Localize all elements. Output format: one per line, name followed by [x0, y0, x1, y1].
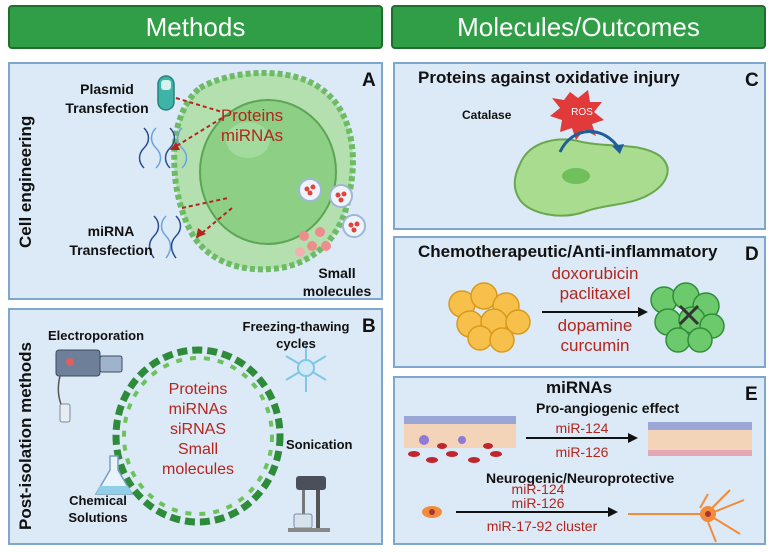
cell-death-x-icon: [678, 304, 700, 326]
cell-cargo-proteins: Proteins: [220, 106, 284, 125]
chemical-flask-icon: [94, 455, 134, 495]
chemical-line2: Solutions: [68, 510, 128, 525]
cargo-sirnas: siRNAS: [169, 421, 226, 438]
drug-dopamine: dopamine: [557, 316, 633, 335]
cargo-mirnas: miRNAs: [168, 401, 228, 418]
transfection-arrows: [169, 97, 233, 239]
cargo-molecules: molecules: [161, 461, 235, 478]
catalase-label: Catalase: [462, 108, 512, 122]
angio-mir-bottom: miR-126: [555, 444, 609, 460]
healed-vessel-icon: [648, 422, 752, 456]
neuro-mir-top: miR-124 miR-126: [496, 482, 580, 510]
post-isolation-cargo: Proteins miRNAs siRNAS Small molecules: [148, 380, 248, 480]
neurogenic-label: Neurogenic/Neuroprotective: [486, 470, 675, 486]
sonicator-icon: [288, 476, 330, 532]
treated-cluster-icon: [650, 282, 725, 353]
neuro-mir-126: miR-126: [511, 495, 565, 511]
mature-neuron-icon: [628, 489, 745, 543]
molecules-header-label: Molecules/Outcomes: [457, 11, 700, 42]
panel-d-title: Chemotherapeutic/Anti-inflammatory: [418, 242, 718, 261]
catalase-arrow: [558, 130, 622, 153]
electroporation-label: Electroporation: [48, 328, 145, 343]
cargo-proteins: Proteins: [168, 381, 228, 398]
drugs-bottom-label: dopamine curcumin: [542, 316, 648, 356]
panel-b-letter: B: [362, 316, 376, 337]
mirna-transfection-label: miRNA Transfection: [66, 222, 156, 260]
drug-curcumin: curcumin: [560, 336, 630, 355]
small-molecules-line2: molecules: [302, 283, 372, 299]
drug-paclitaxel: paclitaxel: [559, 284, 631, 303]
cargo-small: Small: [177, 441, 218, 458]
dna-strand-icon: [138, 127, 188, 169]
tumor-cluster-icon: [448, 282, 531, 353]
chemical-line1: Chemical: [69, 493, 127, 508]
small-molecule-dots: [295, 227, 331, 257]
panel-e-letter: E: [745, 384, 758, 405]
mirna-transfection-line2: Transfection: [69, 242, 153, 258]
ros-burst-icon: [550, 90, 604, 140]
chemical-solutions-label: Chemical Solutions: [58, 492, 138, 526]
pro-angiogenic-label: Pro-angiogenic effect: [536, 400, 680, 416]
mirna-strand-icon: [148, 215, 182, 259]
small-molecules-label: Small molecules: [292, 264, 382, 300]
molecules-header: Molecules/Outcomes: [391, 5, 766, 49]
panel-d-letter: D: [745, 244, 759, 265]
drugs-top-label: doxorubicin paclitaxel: [542, 264, 648, 304]
exosome-vesicles: [298, 178, 366, 238]
ros-label: ROS: [571, 107, 593, 118]
panel-e-title: miRNAs: [546, 378, 613, 397]
cell-cargo-label: Proteins miRNAs: [212, 106, 292, 146]
neuro-mir-124: miR-124: [511, 481, 565, 497]
freezing-line2: cycles: [276, 336, 316, 351]
panel-a-letter: A: [362, 70, 376, 91]
neuro-mir-bottom: miR-17-92 cluster: [486, 518, 598, 534]
panel-c-title: Proteins against oxidative injury: [418, 68, 680, 87]
plasmid-label-line1: Plasmid: [80, 81, 134, 97]
electroporation-device-icon: [55, 349, 123, 423]
freezing-line1: Freezing-thawing: [242, 319, 350, 334]
snowflake-icon: [285, 344, 327, 392]
methods-header-label: Methods: [145, 11, 246, 42]
target-cell: [513, 138, 669, 217]
methods-header: Methods: [8, 5, 383, 49]
cell-cargo-mirnas: miRNAs: [220, 126, 284, 145]
mirna-transfection-line1: miRNA: [87, 223, 135, 239]
angio-mir-top: miR-124: [555, 420, 609, 436]
plasmid-label-line2: Transfection: [65, 100, 149, 116]
small-molecules-line1: Small: [318, 265, 356, 281]
drug-doxorubicin: doxorubicin: [551, 264, 639, 283]
neural-progenitor-icon: [422, 506, 442, 518]
freezing-thawing-label: Freezing-thawing cycles: [236, 318, 356, 352]
dna-ring-icon: [112, 346, 284, 526]
sonication-label: Sonication: [286, 437, 353, 452]
damaged-vessel-icon: [404, 416, 516, 463]
panel-c-letter: C: [745, 70, 759, 91]
plasmid-transfection-label: Plasmid Transfection: [62, 80, 152, 118]
